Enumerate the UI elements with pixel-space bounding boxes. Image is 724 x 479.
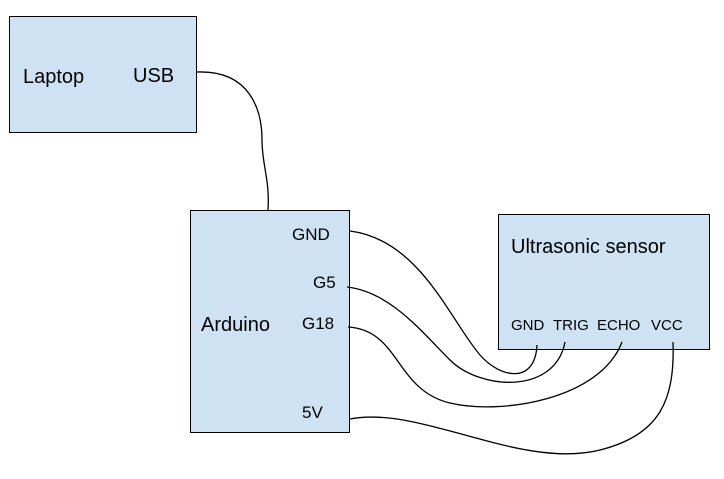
wire-gnd-to-gnd xyxy=(349,230,538,375)
sensor-pin-gnd: GND xyxy=(511,317,545,334)
arduino-pin-gnd: GND xyxy=(292,225,330,244)
sensor-label: Ultrasonic sensor xyxy=(511,236,666,258)
laptop-label: Laptop xyxy=(23,66,85,88)
sensor-pin-vcc: VCC xyxy=(651,317,683,334)
arduino-label: Arduino xyxy=(201,314,270,336)
wire-usb-to-arduino xyxy=(196,71,269,211)
wire-g5-to-trig xyxy=(346,286,566,383)
sensor-box: Ultrasonic sensor GND TRIG ECHO VCC xyxy=(498,214,710,350)
arduino-pin-g5: G5 xyxy=(313,273,336,292)
sensor-pin-echo: ECHO xyxy=(597,317,641,334)
wire-g18-to-echo xyxy=(347,326,623,408)
usb-port-label: USB xyxy=(133,65,175,87)
arduino-pin-5v: 5V xyxy=(302,403,323,422)
arduino-pin-g18: G18 xyxy=(302,314,335,333)
sensor-pin-trig: TRIG xyxy=(553,317,589,334)
wire-5v-to-vcc xyxy=(349,341,674,455)
laptop-box: Laptop USB xyxy=(9,16,197,133)
arduino-box: GND G5 Arduino G18 5V xyxy=(190,210,350,433)
